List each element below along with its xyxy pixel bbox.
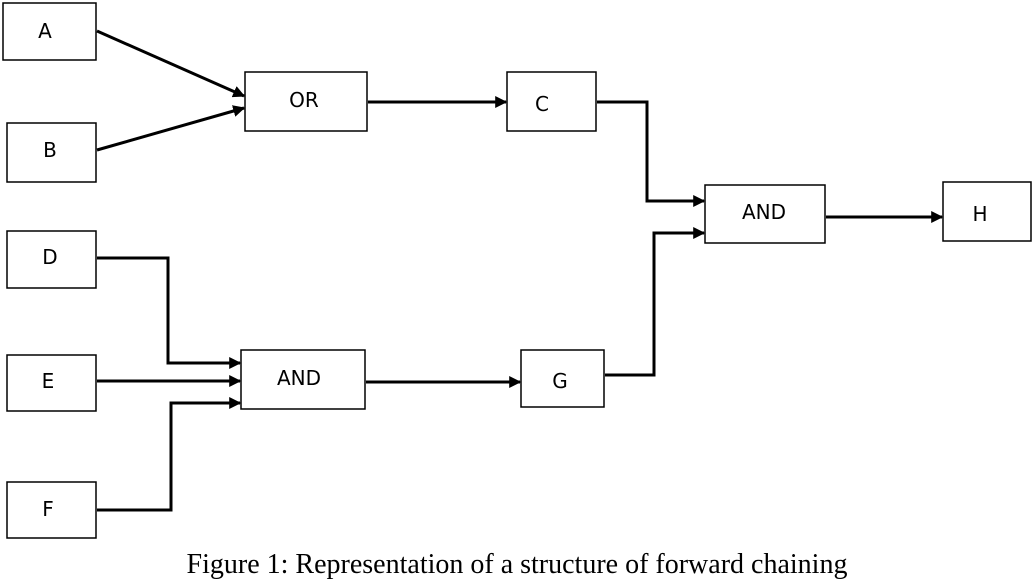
node-and-dfe-label: AND xyxy=(277,366,321,390)
node-h-label: H xyxy=(972,202,987,226)
node-e: E xyxy=(6,354,97,412)
node-and-dfe: AND xyxy=(240,349,366,410)
node-f-label: F xyxy=(42,497,54,521)
node-c: C xyxy=(506,71,597,132)
node-a-label: A xyxy=(38,19,52,43)
node-d-label: D xyxy=(42,245,57,269)
edge-b-to-or xyxy=(96,105,246,152)
node-c-label: C xyxy=(535,92,549,116)
node-d: D xyxy=(6,230,97,289)
node-b-label: B xyxy=(43,138,57,162)
node-or-label: OR xyxy=(289,88,319,112)
edge-d-to-and xyxy=(97,256,242,369)
node-g-label: G xyxy=(552,369,568,393)
edge-f-to-and xyxy=(97,397,242,512)
node-e-label: E xyxy=(42,369,55,393)
node-a: A xyxy=(2,2,97,61)
edge-g-to-and xyxy=(605,227,706,377)
node-and-cg: AND xyxy=(704,184,826,244)
edge-a-to-or xyxy=(96,29,246,98)
node-f: F xyxy=(6,481,97,539)
edge-c-to-and xyxy=(597,100,706,207)
figure-caption: Figure 1: Representation of a structure … xyxy=(186,549,848,580)
node-h: H xyxy=(942,181,1032,242)
node-b: B xyxy=(6,122,97,183)
node-and-cg-label: AND xyxy=(742,200,786,224)
node-or: OR xyxy=(244,71,368,132)
node-g: G xyxy=(520,349,605,408)
